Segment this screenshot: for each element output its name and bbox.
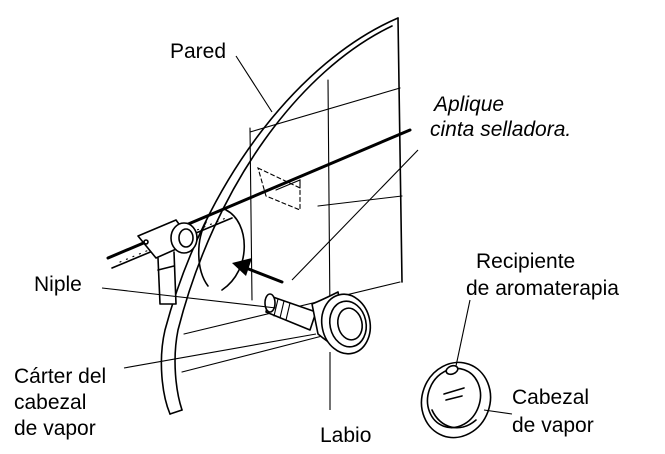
label-pared: Pared bbox=[170, 40, 226, 63]
leader-lines bbox=[101, 55, 513, 415]
label-carter-line2: cabezal bbox=[14, 391, 86, 414]
label-aplique-line2: cinta selladora. bbox=[430, 118, 571, 141]
label-recipiente-line2: de aromaterapia bbox=[466, 277, 619, 300]
insert-arrow bbox=[232, 258, 284, 284]
steam-head-disc bbox=[420, 361, 492, 439]
label-cabezal-line2: de vapor bbox=[512, 414, 594, 437]
label-niple: Niple bbox=[34, 273, 82, 296]
label-aplique-line1: Aplique bbox=[432, 93, 504, 116]
wall-fitting bbox=[137, 219, 198, 305]
steam-head-assembly bbox=[264, 291, 372, 355]
wall-opening bbox=[197, 209, 245, 291]
label-carter-line3: de vapor bbox=[14, 417, 96, 440]
label-recipiente-line1: Recipiente bbox=[476, 250, 575, 273]
label-cabezal-line1: Cabezal bbox=[512, 386, 589, 409]
label-labio: Labio bbox=[320, 424, 371, 447]
label-carter-line1: Cárter del bbox=[14, 365, 106, 388]
labels: Pared Aplique cinta selladora. Niple Cár… bbox=[14, 40, 619, 447]
